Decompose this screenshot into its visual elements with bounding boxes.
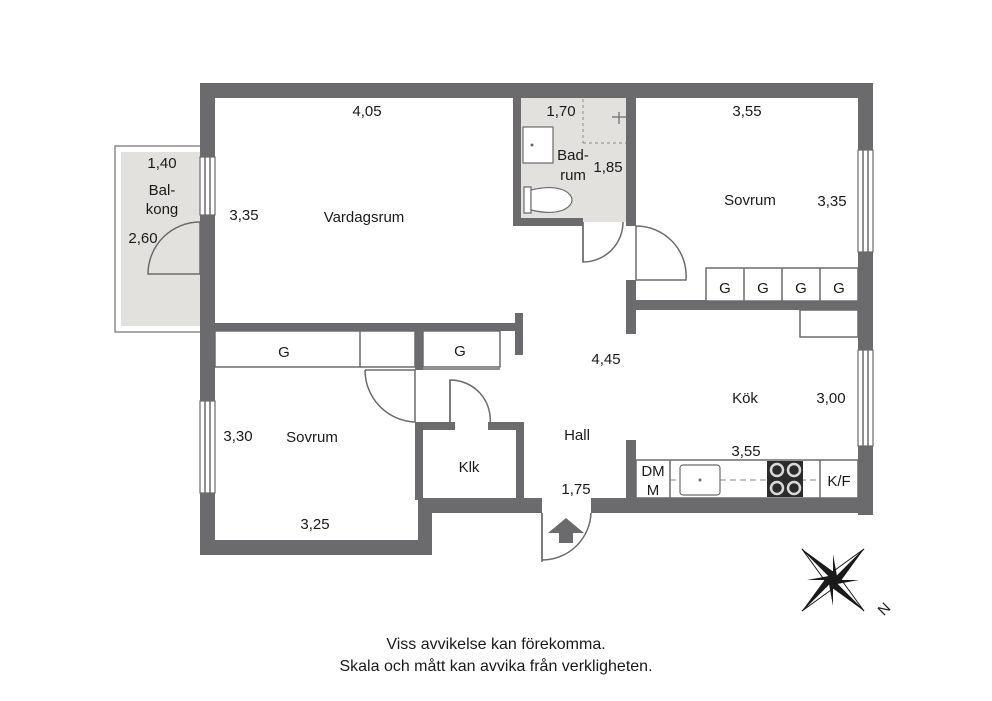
balcony [114, 145, 204, 333]
balcony-door-swing [147, 221, 201, 275]
inner-walls [213, 97, 859, 500]
vardagsrum-name: Vardagsrum [324, 209, 405, 226]
wardrobe-label: G [454, 343, 466, 360]
wardrobe-label: G [757, 280, 769, 297]
badrum-name-2: rum [560, 167, 586, 184]
balkong-name-2: kong [146, 201, 179, 218]
kok-height: 3,00 [816, 390, 845, 407]
bathroom-fixtures [522, 99, 626, 214]
wardrobe-label: G [278, 344, 290, 361]
hall-name: Hall [564, 427, 590, 444]
wardrobe-label: G [833, 280, 845, 297]
kok-width: 3,55 [731, 443, 760, 460]
fridge-freezer-label: K/F [827, 473, 850, 490]
disclaimer-line-1: Viss avvikelse kan förekomma. [386, 636, 606, 653]
microwave-label: M [647, 482, 660, 499]
sovrum-ne-width: 3,55 [732, 103, 761, 120]
badrum-width: 1,70 [546, 103, 575, 120]
sovrum-sw-width: 3,25 [300, 516, 329, 533]
hall-width: 1,75 [561, 481, 590, 498]
kok-name: Kök [732, 390, 758, 407]
labels: 1,40 Bal- kong 2,60 4,05 3,35 Vardagsrum… [128, 103, 894, 619]
balkong-height: 2,60 [128, 230, 157, 247]
balkong-width: 1,40 [147, 155, 176, 172]
wardrobe-label: G [795, 280, 807, 297]
windows [199, 149, 874, 494]
vardagsrum-height: 3,35 [229, 207, 258, 224]
compass-rose-icon [801, 548, 865, 612]
klk-name: Klk [459, 459, 480, 476]
stove-icon [767, 461, 803, 497]
vardagsrum-width: 4,05 [352, 103, 381, 120]
wardrobe-label: G [719, 280, 731, 297]
disclaimer-line-2: Skala och mått kan avvika från verklighe… [339, 658, 653, 675]
dishwasher-label: DM [641, 463, 664, 480]
shower-icon [612, 112, 626, 124]
balkong-name-1: Bal- [149, 182, 176, 199]
hall-height: 4,45 [591, 351, 620, 368]
door-swings [364, 221, 687, 562]
wardrobes [214, 267, 859, 370]
sink-icon [522, 126, 554, 164]
compass-north-label: N [875, 600, 895, 620]
entrance-arrow-icon [548, 518, 584, 543]
sovrum-sw-name: Sovrum [286, 429, 338, 446]
toilet-icon [530, 187, 573, 213]
sovrum-ne-height: 3,35 [817, 193, 846, 210]
badrum-name-1: Bad- [557, 147, 589, 164]
badrum-height: 1,85 [593, 159, 622, 176]
sovrum-sw-height: 3,30 [223, 428, 252, 445]
sovrum-ne-name: Sovrum [724, 192, 776, 209]
kitchen-counter [635, 459, 859, 499]
